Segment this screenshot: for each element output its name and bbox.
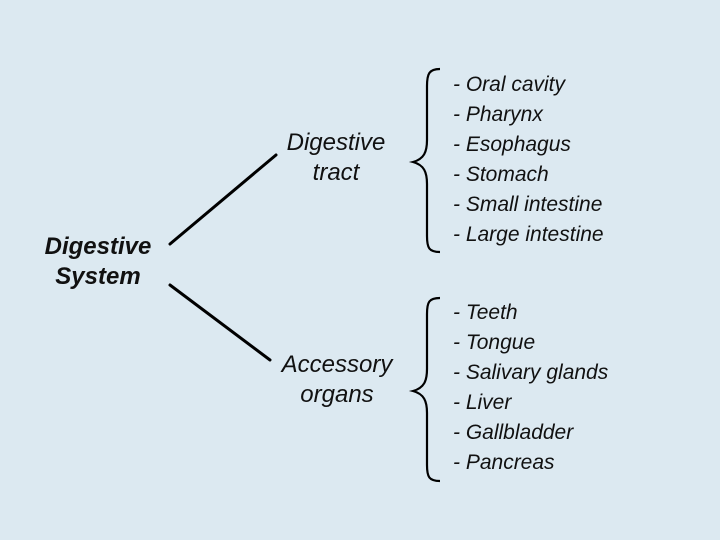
digestive-tract-list: - Oral cavity - Pharynx - Esophagus - St… xyxy=(453,70,604,250)
branch-label-line-1: Digestive xyxy=(286,129,386,156)
list-item: - Pharynx xyxy=(453,103,543,126)
list-item: - Small intestine xyxy=(453,193,603,216)
root-label-line-1: Digestive xyxy=(44,233,152,260)
root-label-line-2: System xyxy=(55,263,141,290)
root-label: Digestive System xyxy=(28,232,168,292)
list-item: - Tongue xyxy=(453,331,536,354)
list-item: - Stomach xyxy=(453,163,549,186)
brace-accessory-organs xyxy=(408,296,441,483)
branch-label-digestive-tract: Digestive tract xyxy=(266,128,406,188)
brace-digestive-tract xyxy=(408,67,441,254)
list-item: - Salivary glands xyxy=(453,361,609,384)
list-item: - Esophagus xyxy=(453,133,571,156)
list-item: - Pancreas xyxy=(453,451,555,474)
branch-label-line-2: organs xyxy=(300,381,374,408)
list-item: - Large intestine xyxy=(453,223,604,246)
list-item: - Liver xyxy=(453,391,512,414)
connector-root-to-accessory xyxy=(168,283,272,362)
branch-label-accessory-organs: Accessory organs xyxy=(262,350,412,410)
list-item: - Teeth xyxy=(453,301,518,324)
accessory-organs-list: - Teeth - Tongue - Salivary glands - Liv… xyxy=(453,298,608,478)
list-item: - Oral cavity xyxy=(453,73,566,96)
branch-label-line-2: tract xyxy=(312,159,360,186)
list-item: - Gallbladder xyxy=(453,421,574,444)
connector-root-to-tract xyxy=(168,153,278,246)
branch-label-line-1: Accessory xyxy=(281,351,393,378)
